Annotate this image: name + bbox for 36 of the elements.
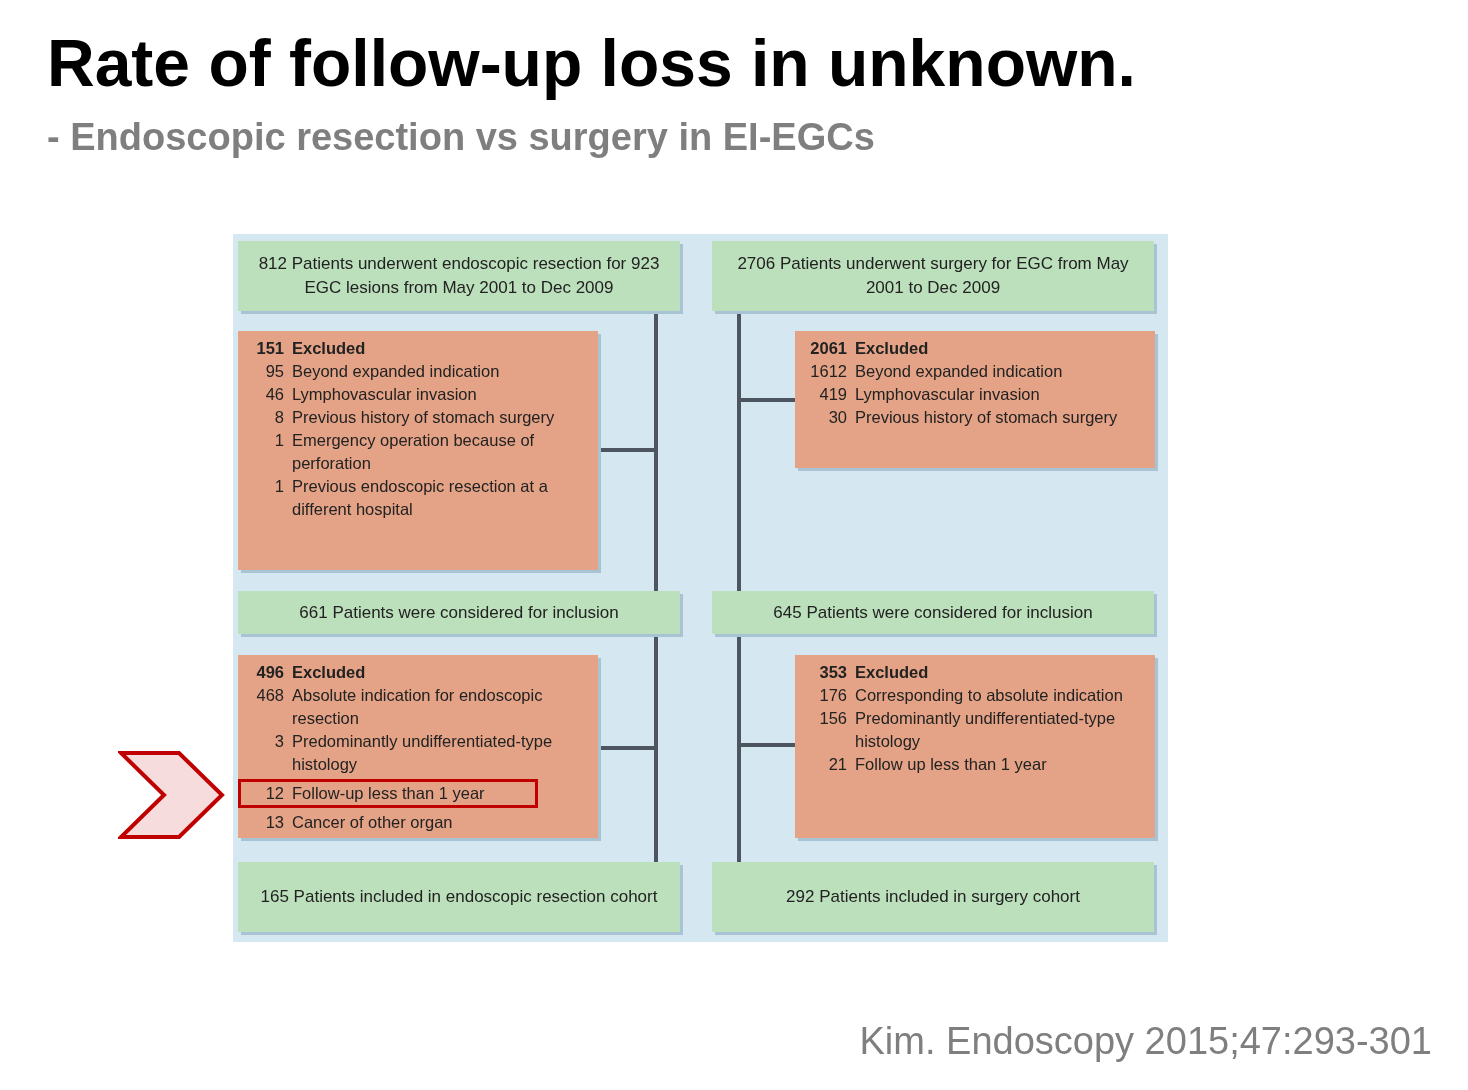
exclusion-item: 30 Previous history of stomach surgery [827, 407, 1119, 428]
connector-line [737, 311, 741, 591]
connector-line [654, 634, 658, 862]
exclusion-item: 419 Lymphovascular invasion [818, 384, 1041, 405]
exclusion-item: 8 Previous history of stomach surgery [273, 407, 556, 428]
exclusion-item: 176 Corresponding to absolute indication [818, 685, 1124, 706]
exclusion-item: 1 Previous endoscopic resection at a different hospital [273, 476, 549, 520]
connector-line [737, 634, 741, 862]
exclusion-item: 468 Absolute indication for endoscopic resection [255, 685, 544, 729]
exclusion-item: 1612 Beyond expanded indication [809, 361, 1064, 382]
process-box: 292 Patients included in surgery cohort [712, 862, 1154, 932]
exclusion-box [238, 655, 598, 838]
exclusion-item: 21 Follow up less than 1 year [827, 754, 1048, 775]
exclusion-item: 12 Follow-up less than 1 year [264, 783, 486, 804]
slide-subtitle: - Endoscopic resection vs surgery in EI-EGCs [47, 118, 875, 156]
process-box: 661 Patients were considered for inclusion [238, 591, 680, 634]
exclusion-item: 3 Predominantly undifferentiated-type histology [273, 731, 554, 775]
exclusion-box [238, 331, 598, 570]
excluded-heading: 353 Excluded [818, 662, 930, 683]
exclusion-item: 13 Cancer of other organ [264, 812, 454, 833]
excluded-heading: 151 Excluded [255, 338, 367, 359]
highlight-box [238, 779, 538, 808]
process-box: 645 Patients were considered for inclusion [712, 591, 1154, 634]
exclusion-item: 1 Emergency operation because of perforation [273, 430, 536, 474]
excluded-heading: 496 Excluded [255, 662, 367, 683]
chevron-marker [118, 750, 226, 840]
exclusion-item: 156 Predominantly undifferentiated-type histology [818, 708, 1117, 752]
process-box: 812 Patients underwent endoscopic resection for 923 EGC lesions from May 2001 to Dec 2009 [238, 241, 680, 311]
exclusion-box [795, 331, 1155, 468]
exclusion-box [795, 655, 1155, 838]
exclusion-item: 46 Lymphovascular invasion [264, 384, 478, 405]
citation: Kim. Endoscopy 2015;47:293-301 [859, 1022, 1432, 1060]
exclusion-item: 95 Beyond expanded indication [264, 361, 501, 382]
excluded-heading: 2061 Excluded [809, 338, 930, 359]
process-box: 165 Patients included in endoscopic resection cohort [238, 862, 680, 932]
process-box: 2706 Patients underwent surgery for EGC from May 2001 to Dec 2009 [712, 241, 1154, 311]
